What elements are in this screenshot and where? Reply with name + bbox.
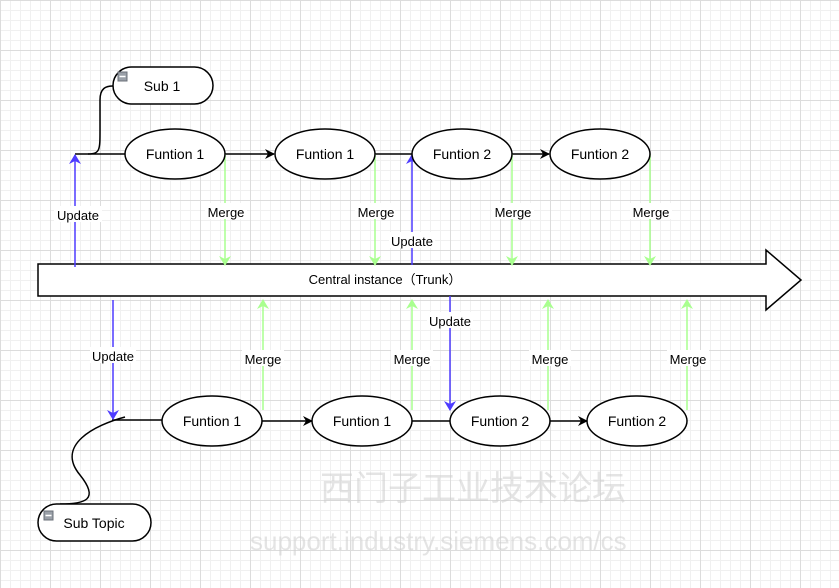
svg-text:Funtion 1: Funtion 1 bbox=[146, 146, 205, 162]
merge-label: Merge bbox=[245, 352, 282, 367]
function-node[interactable]: Funtion 1 bbox=[124, 128, 226, 180]
svg-text:Sub Topic: Sub Topic bbox=[63, 515, 124, 531]
svg-text:Funtion 1: Funtion 1 bbox=[183, 413, 242, 429]
merge-label: Merge bbox=[394, 352, 431, 367]
update-label: Update bbox=[92, 349, 134, 364]
function-node[interactable]: Funtion 2 bbox=[449, 395, 551, 447]
collapse-icon[interactable] bbox=[43, 510, 54, 521]
svg-text:Funtion 1: Funtion 1 bbox=[333, 413, 392, 429]
update-label: Update bbox=[57, 208, 99, 223]
sub1-connector bbox=[87, 85, 114, 155]
svg-text:Funtion 2: Funtion 2 bbox=[608, 413, 667, 429]
function-node[interactable]: Funtion 1 bbox=[311, 395, 413, 447]
function-node[interactable]: Funtion 1 bbox=[161, 395, 263, 447]
merge-label: Merge bbox=[208, 205, 245, 220]
collapse-icon[interactable] bbox=[117, 71, 128, 82]
function-node[interactable]: Funtion 1 bbox=[274, 128, 376, 180]
watermark: 西门子工业技术论坛 support.industry.siemens.com/c… bbox=[250, 470, 627, 556]
update-label: Update bbox=[391, 234, 433, 249]
edge-labels-top: Update Merge Merge Update Merge Merge bbox=[54, 203, 672, 249]
svg-text:Sub 1: Sub 1 bbox=[144, 78, 181, 94]
merge-label: Merge bbox=[633, 205, 670, 220]
svg-text:西门子工业技术论坛: 西门子工业技术论坛 bbox=[320, 470, 626, 508]
merge-label: Merge bbox=[532, 352, 569, 367]
edge-labels-bottom: Update Merge Merge Update Merge Merge bbox=[90, 312, 709, 367]
sub1-node[interactable]: Sub 1 bbox=[112, 66, 214, 105]
svg-text:Funtion 2: Funtion 2 bbox=[571, 146, 630, 162]
function-node[interactable]: Funtion 2 bbox=[586, 395, 688, 447]
svg-text:Funtion 2: Funtion 2 bbox=[471, 413, 530, 429]
svg-text:Funtion 2: Funtion 2 bbox=[433, 146, 492, 162]
function-node[interactable]: Funtion 2 bbox=[549, 128, 651, 180]
merge-label: Merge bbox=[495, 205, 532, 220]
function-node[interactable]: Funtion 2 bbox=[411, 128, 513, 180]
merge-label: Merge bbox=[358, 205, 395, 220]
trunk-label: Central instance（Trunk） bbox=[309, 272, 462, 287]
svg-text:Funtion 1: Funtion 1 bbox=[296, 146, 355, 162]
svg-text:support.industry.siemens.com/c: support.industry.siemens.com/cs bbox=[250, 526, 627, 556]
subtopic-node[interactable]: Sub Topic bbox=[37, 503, 152, 542]
merge-label: Merge bbox=[670, 352, 707, 367]
update-label: Update bbox=[429, 314, 471, 329]
subtopic-connector bbox=[59, 416, 126, 505]
